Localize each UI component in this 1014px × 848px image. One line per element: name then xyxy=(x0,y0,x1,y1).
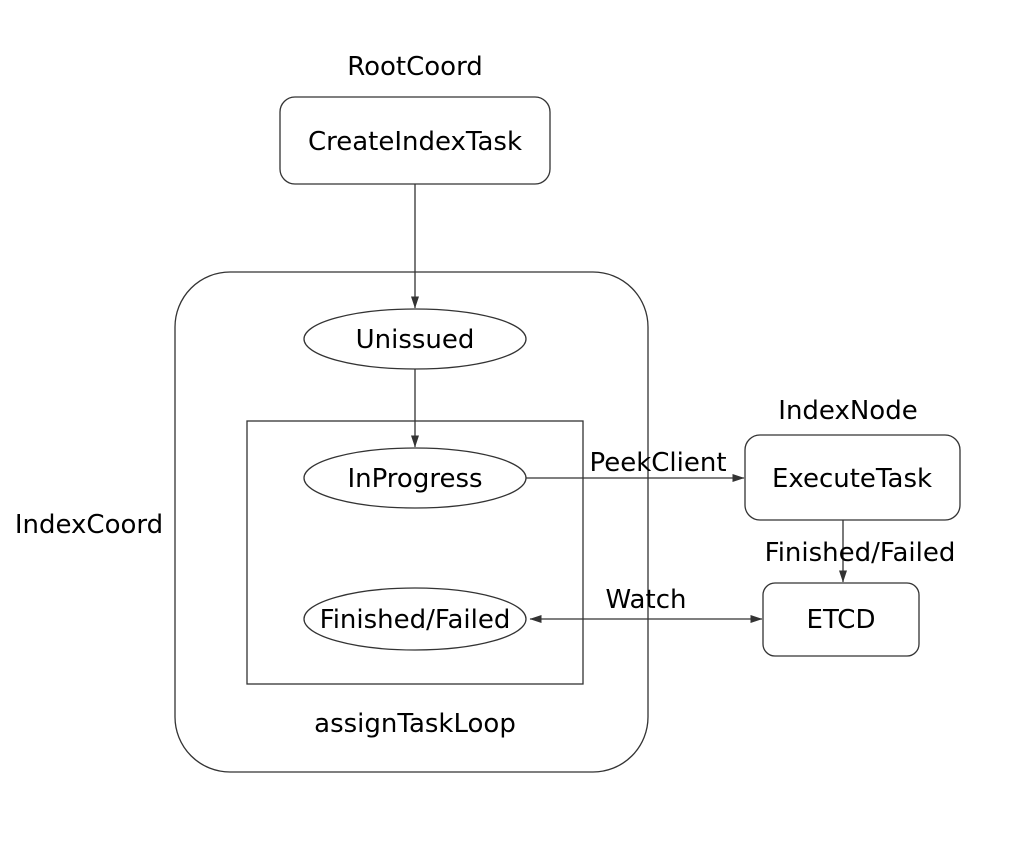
execute-task-label: ExecuteTask xyxy=(772,464,932,494)
node-execute-task: IndexNode ExecuteTask xyxy=(744,396,961,521)
etcd-box xyxy=(762,582,920,657)
node-create-index-task: RootCoord CreateIndexTask xyxy=(279,52,551,185)
finished-failed-edge-label: Finished/Failed xyxy=(765,538,956,568)
etcd-label: ETCD xyxy=(807,605,876,635)
group-index-coord: IndexCoord xyxy=(15,271,649,773)
node-in-progress: InProgress xyxy=(303,447,527,509)
in-progress-label: InProgress xyxy=(347,464,482,494)
peekclient-edge-label: PeekClient xyxy=(589,448,726,478)
watch-edge-label: Watch xyxy=(606,585,687,615)
create-index-task-box xyxy=(279,96,551,185)
in-progress-ellipse xyxy=(303,447,527,509)
execute-task-box xyxy=(744,434,961,521)
edges xyxy=(411,184,847,623)
unissued-label: Unissued xyxy=(356,325,475,355)
finished-failed-ellipse xyxy=(303,587,527,651)
index-node-label: IndexNode xyxy=(778,396,917,426)
node-etcd: ETCD xyxy=(762,582,920,657)
node-finished-failed: Finished/Failed xyxy=(303,587,527,651)
root-coord-label: RootCoord xyxy=(347,52,483,82)
unissued-ellipse xyxy=(303,308,527,370)
node-unissued: Unissued xyxy=(303,308,527,370)
index-coord-label: IndexCoord xyxy=(15,510,163,540)
edge-labels: PeekClient Finished/Failed Watch xyxy=(589,448,955,615)
finished-failed-label: Finished/Failed xyxy=(320,605,511,635)
assign-task-loop-label: assignTaskLoop xyxy=(314,709,516,739)
index-coord-container xyxy=(174,271,649,773)
create-index-task-label: CreateIndexTask xyxy=(308,127,522,157)
